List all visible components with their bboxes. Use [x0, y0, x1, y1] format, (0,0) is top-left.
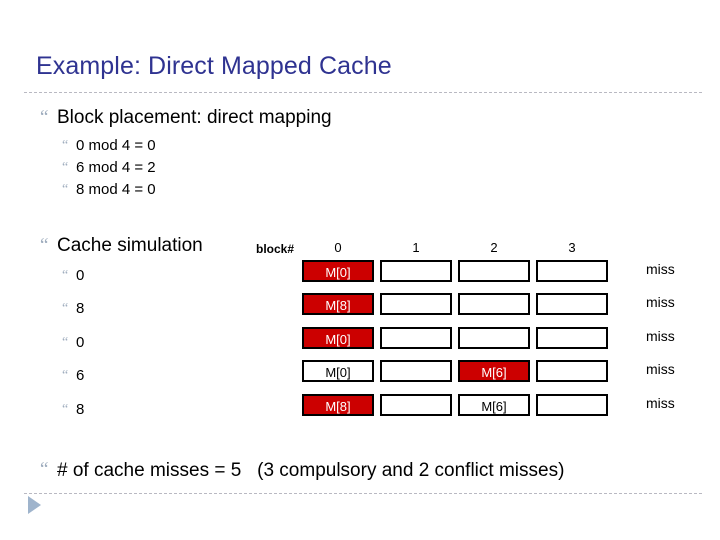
bullet-quote-icon: “ [62, 182, 69, 197]
row-verdict: miss [646, 261, 675, 277]
cache-cell-r0-b0[interactable]: M[0] [302, 260, 374, 282]
bullet-quote-icon: “ [62, 334, 69, 350]
access-item-1: “8 [62, 299, 84, 319]
list-item-mod-2: “ 8 mod 4 = 0 [62, 180, 156, 200]
bullet-block-placement-label: Block placement: direct mapping [57, 107, 332, 128]
cache-cell-r1-b0[interactable]: M[8] [302, 293, 374, 316]
cache-cell-r1-b2[interactable] [458, 293, 530, 316]
access-label: 8 [76, 400, 85, 418]
column-header-0: 0 [334, 240, 342, 255]
cache-cell-r3-b0[interactable]: M[0] [302, 360, 374, 383]
row-verdict: miss [646, 327, 675, 344]
cache-cell-r4-b1[interactable] [380, 393, 452, 416]
row-verdict: miss [646, 394, 675, 411]
row-verdict: miss [646, 294, 675, 311]
access-label: 8 [76, 300, 85, 318]
bullet-cache-simulation-label: Cache simulation [57, 235, 203, 256]
cache-cell-r3-b1[interactable] [380, 360, 452, 383]
list-item-label: 0 mod 4 = 0 [76, 137, 156, 154]
bullet-quote-icon: “ [40, 459, 49, 480]
bullet-quote-icon: “ [62, 138, 69, 153]
cache-cell-r2-b0[interactable]: M[0] [302, 326, 374, 349]
column-header-2: 2 [490, 240, 498, 255]
cache-cell-r0-b1[interactable] [380, 260, 452, 282]
access-item-4: “8 [62, 400, 84, 420]
nav-triangle-icon[interactable] [28, 496, 41, 514]
bullet-cache-simulation: “ Cache simulation [40, 234, 203, 258]
cache-cell-r0-b2[interactable] [458, 260, 530, 282]
bullet-quote-icon: “ [62, 401, 69, 417]
list-item-label: 8 mod 4 = 0 [76, 181, 156, 198]
block-number-label: block# [256, 242, 295, 256]
bullet-quote-icon: “ [40, 107, 49, 128]
cache-cell-r1-b1[interactable] [380, 293, 452, 316]
bullet-block-placement: “ Block placement: direct mapping [40, 106, 332, 130]
access-label: 6 [76, 367, 85, 385]
cache-cell-r3-b3[interactable] [536, 360, 608, 383]
cache-cell-r3-b2[interactable]: M[6] [458, 360, 530, 383]
cache-cell-r2-b2[interactable] [458, 326, 530, 349]
cache-cell-r4-b3[interactable] [536, 393, 608, 416]
summary-label: # of cache misses = 5 (3 compulsory and … [57, 460, 565, 481]
list-item-mod-1: “ 6 mod 4 = 2 [62, 158, 156, 178]
page-title: Example: Direct Mapped Cache [36, 52, 392, 80]
bullet-quote-icon: “ [62, 301, 69, 317]
bullet-quote-icon: “ [62, 268, 69, 283]
divider-bottom [24, 493, 702, 494]
access-item-3: “6 [62, 366, 84, 386]
cache-cell-r0-b3[interactable] [536, 260, 608, 282]
column-header-1: 1 [412, 240, 420, 255]
access-label: 0 [76, 267, 85, 284]
column-header-3: 3 [568, 240, 576, 255]
bullet-quote-icon: “ [62, 160, 69, 175]
cache-cell-r1-b3[interactable] [536, 293, 608, 316]
list-item-label: 6 mod 4 = 2 [76, 159, 156, 176]
bullet-quote-icon: “ [62, 368, 69, 384]
cache-cell-r4-b2[interactable]: M[6] [458, 393, 530, 416]
access-item-2: “0 [62, 333, 84, 353]
access-item-0: “0 [62, 266, 84, 286]
list-item-mod-0: “ 0 mod 4 = 0 [62, 136, 156, 156]
summary-text: “ # of cache misses = 5 (3 compulsory and… [40, 458, 660, 484]
row-verdict: miss [646, 361, 675, 378]
cache-cell-r2-b3[interactable] [536, 326, 608, 349]
divider-top [24, 92, 702, 93]
cache-cell-r2-b1[interactable] [380, 326, 452, 349]
cache-cell-r4-b0[interactable]: M[8] [302, 393, 374, 416]
bullet-quote-icon: “ [40, 235, 49, 256]
access-label: 0 [76, 333, 85, 351]
